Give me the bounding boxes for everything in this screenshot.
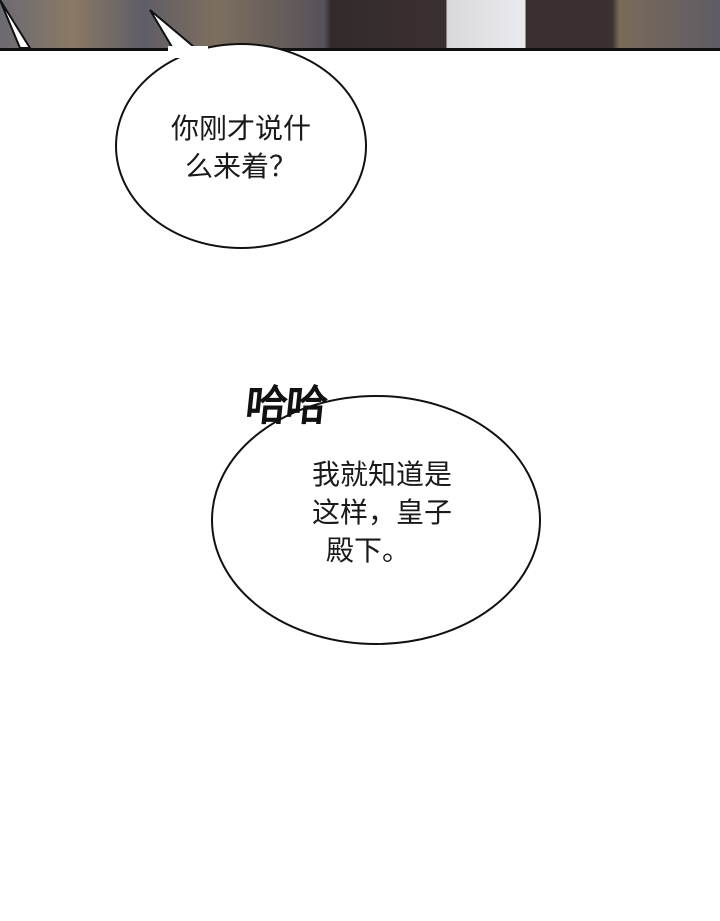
text-line: 殿下。 bbox=[326, 534, 411, 567]
bubble-1 bbox=[0, 0, 32, 49]
top-panel-image bbox=[0, 0, 720, 51]
text-line: 这样，皇子 bbox=[311, 496, 452, 529]
sfx-laugh: 哈哈 bbox=[243, 381, 329, 430]
bubble-1-text: 你刚才说什 么来着？ bbox=[131, 110, 351, 186]
bubble-2-shape bbox=[211, 395, 541, 645]
text-line: 你刚才说什 bbox=[170, 112, 311, 145]
bubble-1-shape bbox=[115, 43, 367, 249]
bubble-1-tail bbox=[149, 9, 203, 53]
text-line: 我就知道是 bbox=[311, 458, 452, 491]
bubble-2-text: 我就知道是 这样，皇子 殿下。 bbox=[262, 456, 502, 570]
text-line: 么来着？ bbox=[184, 150, 297, 183]
